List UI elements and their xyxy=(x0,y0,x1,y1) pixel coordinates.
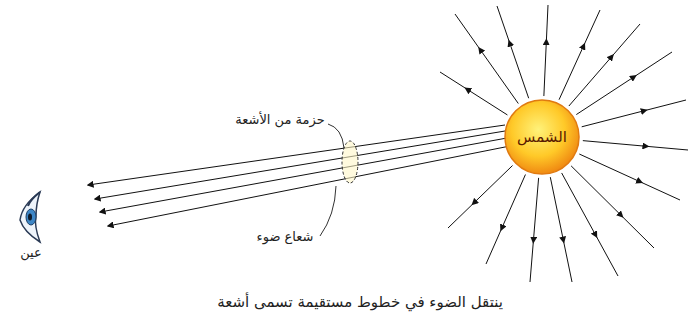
light-ray xyxy=(448,166,513,228)
light-ray xyxy=(95,131,505,199)
light-ray xyxy=(544,5,548,96)
light-ray xyxy=(582,100,686,127)
leader-line xyxy=(328,124,344,148)
leader-line xyxy=(320,186,336,236)
light-ray xyxy=(455,14,518,104)
light-ray xyxy=(571,166,654,248)
eye-label: عين xyxy=(20,245,42,261)
sun-circle: الشمس xyxy=(504,99,580,175)
beam-label: حزمة من الأشعة xyxy=(235,112,324,128)
ray-bundle xyxy=(88,125,510,226)
ray-label: شعاع ضوء xyxy=(257,229,314,245)
light-ray xyxy=(497,6,529,98)
light-ray xyxy=(576,52,672,115)
light-ray xyxy=(562,173,618,276)
light-ray xyxy=(108,146,510,226)
node-label: الشمس xyxy=(517,128,567,146)
light-ray xyxy=(569,24,640,106)
eye-icon xyxy=(20,192,40,242)
light-ray xyxy=(440,72,507,115)
light-ray xyxy=(559,10,600,100)
light-ray xyxy=(583,141,688,150)
light-ray xyxy=(579,154,680,200)
light-ray xyxy=(100,138,507,212)
light-ray xyxy=(550,177,572,282)
light-ray xyxy=(486,175,525,264)
light-ray xyxy=(530,178,539,282)
figure-caption: ينتقل الضوء في خطوط مستقيمة تسمى أشعة xyxy=(217,293,503,311)
